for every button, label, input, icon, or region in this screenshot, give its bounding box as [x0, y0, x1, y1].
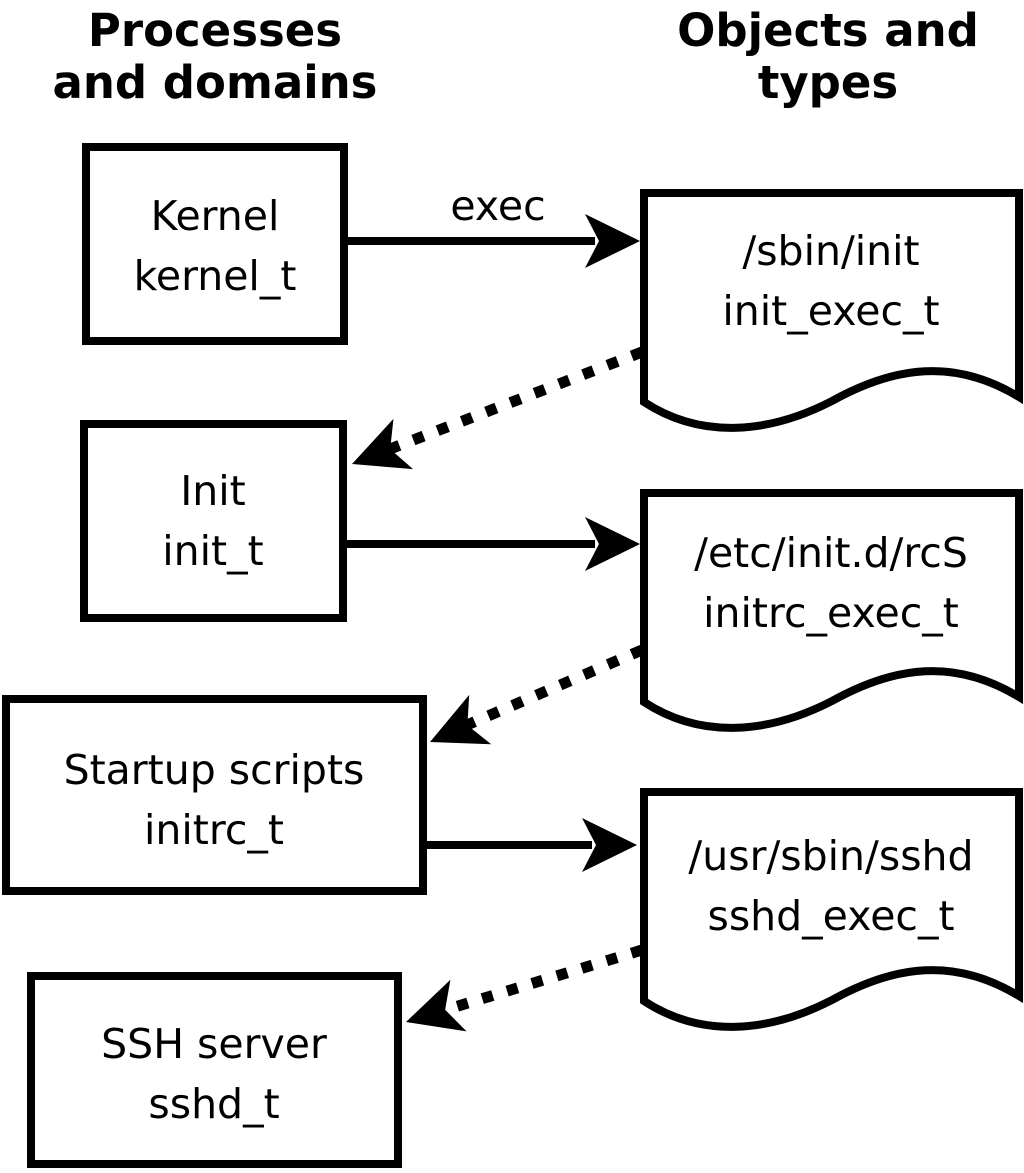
- transition-arrowhead-init: [352, 418, 414, 470]
- exec-edge-label: exec: [450, 182, 545, 230]
- transition-arrowhead-startup: [430, 694, 492, 745]
- process-startup-name: Startup scripts: [64, 746, 365, 794]
- process-init-name: Init: [180, 467, 246, 515]
- transition-arrow-init-line: [388, 346, 644, 455]
- transition-arrow-sshd-line: [443, 944, 644, 1016]
- right-column-header-line2: types: [758, 56, 898, 109]
- object-document-sbin-init: [640, 189, 1023, 432]
- object-sbin-init-type: init_exec_t: [722, 287, 939, 335]
- process-sshd-type: sshd_t: [148, 1080, 279, 1128]
- process-box-startup: [2, 695, 427, 895]
- process-startup-type: initrc_t: [144, 806, 284, 854]
- exec-arrowhead-kernel-to-init: [585, 214, 640, 268]
- object-sshd-path: /usr/sbin/sshd: [688, 832, 973, 880]
- object-sshd-type: sshd_exec_t: [707, 892, 954, 940]
- process-sshd-name: SSH server: [101, 1020, 327, 1068]
- left-column-header-line2: and domains: [53, 56, 378, 109]
- left-column-header-line1: Processes: [88, 4, 342, 57]
- right-column-header-line1: Objects and: [677, 4, 979, 57]
- transition-arrow-startup-line: [464, 644, 645, 731]
- process-box-sshd: [27, 972, 402, 1168]
- transition-arrowhead-sshd: [406, 979, 467, 1032]
- process-kernel-type: kernel_t: [134, 252, 297, 300]
- process-box-init: [80, 420, 347, 622]
- object-document-etc-initd-rcs: [640, 489, 1023, 732]
- exec-arrowhead-startup-to-sshd: [582, 818, 637, 872]
- process-init-type: init_t: [162, 527, 263, 575]
- object-rcs-path: /etc/init.d/rcS: [694, 529, 968, 577]
- object-rcs-type: initrc_exec_t: [703, 589, 959, 637]
- process-kernel-name: Kernel: [151, 192, 280, 240]
- exec-arrowhead-init-to-rcs: [585, 517, 640, 571]
- object-sbin-init-path: /sbin/init: [742, 227, 919, 275]
- process-box-kernel: [82, 143, 348, 345]
- object-document-usr-sbin-sshd: [640, 788, 1023, 1031]
